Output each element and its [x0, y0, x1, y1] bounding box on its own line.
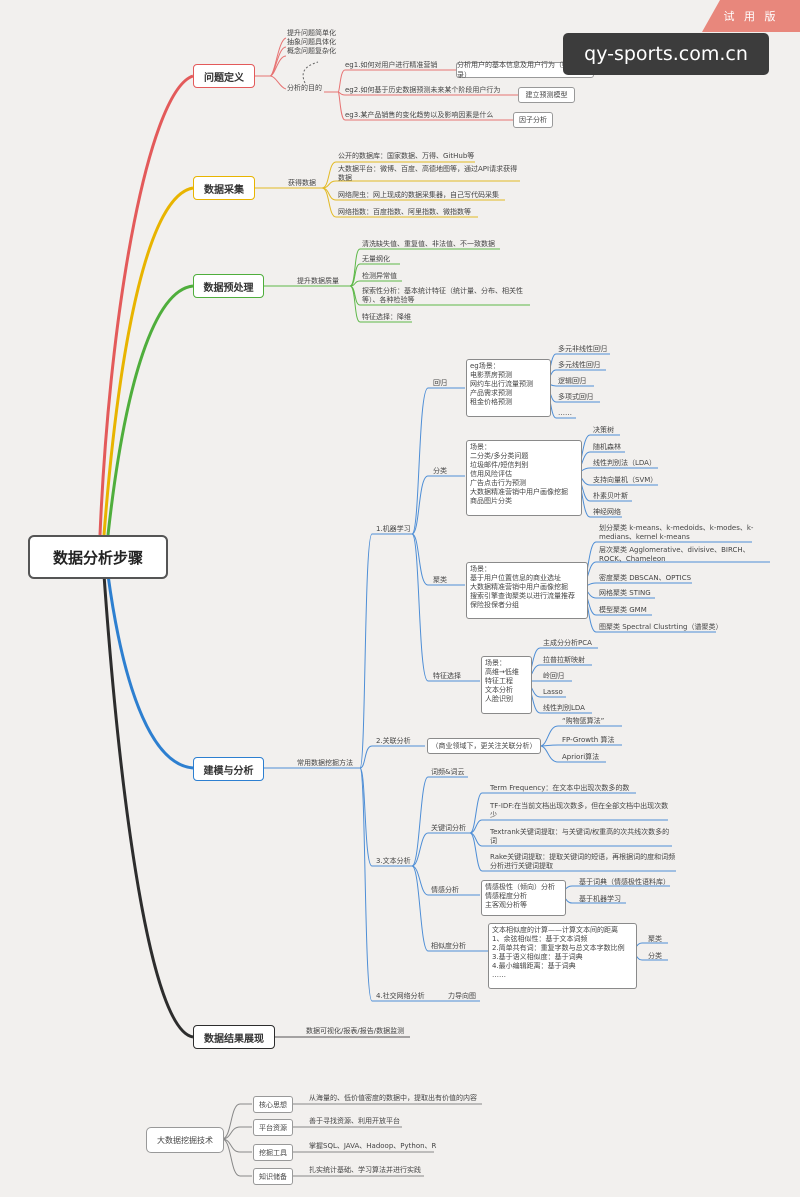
- bottom-val-2: 掌握SQL、JAVA、Hadoop、Python、R: [309, 1142, 437, 1150]
- assoc-item-1: FP-Growth 算法: [562, 736, 615, 744]
- fs-item-1: 拉普拉斯映射: [543, 656, 585, 664]
- bottom-key-0: 核心思想: [253, 1096, 293, 1113]
- bottom-val-0: 从海量的、低价值密度的数据中，提取出有价值的内容: [309, 1094, 477, 1102]
- node-get-data: 获得数据: [288, 179, 316, 187]
- clu-item-1: 层次聚类 Agglomerative、divisive、BIRCH、ROCK、C…: [599, 546, 750, 563]
- clu-item-4: 模型聚类 GMM: [599, 606, 647, 614]
- node-cleaning: 清洗缺失值、重复值、非法值、不一致数据: [362, 240, 495, 248]
- node-eg2-result: 建立预测模型: [518, 87, 575, 103]
- cls-item-0: 决策树: [593, 426, 614, 434]
- category-results[interactable]: 数据结果展现: [193, 1025, 275, 1049]
- node-feature-selection: 特征选择：降维: [362, 313, 411, 321]
- cls-item-2: 线性判别法（LDA）: [593, 459, 656, 467]
- box-similarity: 文本相似度的计算——计算文本间的距离 1、余弦相似性：基于文本词频 2.简单共有…: [488, 923, 637, 989]
- node-wordcloud: 词频&词云: [431, 768, 465, 776]
- fs-item-0: 主成分分析PCA: [543, 639, 592, 647]
- category-problem-definition[interactable]: 问题定义: [193, 64, 255, 88]
- node-simplify: 提升问题简单化: [287, 29, 336, 37]
- cls-item-1: 随机森林: [593, 443, 621, 451]
- node-regression: 回归: [433, 379, 447, 387]
- clu-item-2: 密度聚类 DBSCAN、OPTICS: [599, 574, 692, 582]
- node-force-graph: 力导向图: [448, 992, 476, 1000]
- node-eg1: eg1.如何对用户进行精准营销: [345, 61, 438, 69]
- node-assoc: 2.关联分析: [376, 737, 411, 745]
- node-public-db: 公开的数据库：国家数据、万得、GitHub等: [338, 152, 475, 160]
- node-ml: 1.机器学习: [376, 525, 411, 533]
- cls-item-4: 朴素贝叶斯: [593, 492, 628, 500]
- watermark: qy-sports.com.cn: [563, 33, 769, 75]
- node-clustering: 聚类: [433, 576, 447, 584]
- node-improve-quality: 提升数据质量: [297, 277, 339, 285]
- reg-item-0: 多元非线性回归: [558, 345, 607, 353]
- bottom-val-1: 善于寻找资源、利用开放平台: [309, 1117, 400, 1125]
- node-eg3-result: 因子分析: [513, 112, 553, 128]
- clu-item-3: 网格聚类 STING: [599, 589, 651, 597]
- reg-item-4: ……: [558, 409, 572, 417]
- kw-item-0: Term Frequency：在文本中出现次数多的数: [490, 784, 630, 792]
- sim-item-1: 分类: [648, 952, 662, 960]
- bottom-key-2: 挖掘工具: [253, 1144, 293, 1161]
- node-complexify: 概念问题复杂化: [287, 47, 336, 55]
- cls-item-5: 神经网络: [593, 508, 621, 516]
- node-visualization: 数据可视化/报表/报告/数据监测: [306, 1027, 405, 1035]
- node-mining-methods: 常用数据挖掘方法: [297, 759, 353, 767]
- category-data-collection[interactable]: 数据采集: [193, 176, 255, 200]
- node-crawler: 网络爬虫：网上现成的数据采集器，自己写代码采集: [338, 191, 499, 199]
- box-classification-scenes: 场景： 二分类/多分类问题 垃圾邮件/短信判别 信用风险评估 广告点击行为预测 …: [466, 440, 582, 516]
- trial-banner: 试 用 版: [702, 0, 800, 32]
- cls-item-3: 支持向量机（SVM）: [593, 476, 658, 484]
- bottom-key-1: 平台资源: [253, 1119, 293, 1136]
- senti-item-0: 基于词典（情感极性语料库）: [579, 878, 670, 886]
- box-assoc: （商业领域下，更关注关联分析）: [427, 738, 541, 754]
- node-keyword: 关键词分析: [431, 824, 466, 832]
- fs-item-2: 岭回归: [543, 672, 564, 680]
- node-eg2: eg2.如何基于历史数据预测未来某个阶段用户行为: [345, 86, 501, 94]
- assoc-item-0: “购物篮算法”: [562, 717, 605, 725]
- node-bigdata-platform: 大数据平台：微博、百度、高德地图等，通过API请求获得数据: [338, 165, 518, 182]
- node-sentiment: 情感分析: [431, 886, 459, 894]
- fs-item-3: Lasso: [543, 688, 563, 696]
- senti-item-1: 基于机器学习: [579, 895, 621, 903]
- box-clustering-scenes: 场景： 基于用户位置信息的商业选址 大数据精准营销中用户画像挖掘 搜索引擎查询聚…: [466, 562, 588, 619]
- fs-item-4: 线性判别LDA: [543, 704, 585, 712]
- box-fs-scenes: 场景： 高维→低维 特征工程 文本分析 人脸识别: [481, 656, 532, 714]
- reg-item-1: 多元线性回归: [558, 361, 600, 369]
- node-eg3: eg3.某产品销售的变化趋势以及影响因素是什么: [345, 111, 494, 119]
- node-classification: 分类: [433, 467, 447, 475]
- root-node[interactable]: 数据分析步骤: [28, 535, 168, 579]
- assoc-item-2: Apriori算法: [562, 753, 600, 761]
- node-outliers: 检测异常值: [362, 272, 397, 280]
- category-modeling[interactable]: 建模与分析: [193, 757, 264, 781]
- node-concretize: 抽象问题具体化: [287, 38, 336, 46]
- clu-item-5: 图聚类 Spectral Clustrting（谱聚类）: [599, 623, 723, 631]
- node-similarity: 相似度分析: [431, 942, 466, 950]
- bottom-title[interactable]: 大数据挖掘技术: [146, 1127, 224, 1153]
- reg-item-3: 多项式回归: [558, 393, 593, 401]
- node-web-index: 网络指数：百度指数、阿里指数、微指数等: [338, 208, 471, 216]
- kw-item-2: Textrank关键词提取：与关键词/权重高的次共线次数多的词: [490, 828, 670, 845]
- kw-item-3: Rake关键词提取：提取关键词的短语，再根据词的度和词频分析进行关键词提取: [490, 853, 676, 870]
- node-eg1-result: 分析用户的基本信息及用户行为（购买记录）: [456, 61, 594, 79]
- node-text-analysis: 3.文本分析: [376, 857, 411, 865]
- node-feature-sel: 特征选择: [433, 672, 461, 680]
- clu-item-0: 划分聚类 k-means、k-medoids、k-modes、k-medians…: [599, 524, 754, 541]
- node-dimensionless: 无量纲化: [362, 255, 390, 263]
- category-preprocessing[interactable]: 数据预处理: [193, 274, 264, 298]
- kw-item-1: TF-IDF:在当前文档出现次数多，但在全部文档中出现次数少: [490, 802, 669, 819]
- bottom-key-3: 知识储备: [253, 1168, 293, 1185]
- box-sentiment: 情感极性（倾向）分析 情感程度分析 主客观分析等: [481, 880, 566, 916]
- bottom-val-3: 扎实统计基础、学习算法并进行实践: [309, 1166, 421, 1174]
- node-social: 4.社交网络分析: [376, 992, 425, 1000]
- sim-item-0: 聚类: [648, 935, 662, 943]
- box-regression-scenes: eg场景： 电影票房预测 网约车出行流量预测 产品需求预测 租金价格预测: [466, 359, 551, 417]
- node-analysis-goal: 分析的目的: [287, 84, 322, 92]
- reg-item-2: 逻辑回归: [558, 377, 586, 385]
- node-eda: 探索性分析：基本统计特征（统计量、分布、相关性等）、各种检验等: [362, 287, 523, 304]
